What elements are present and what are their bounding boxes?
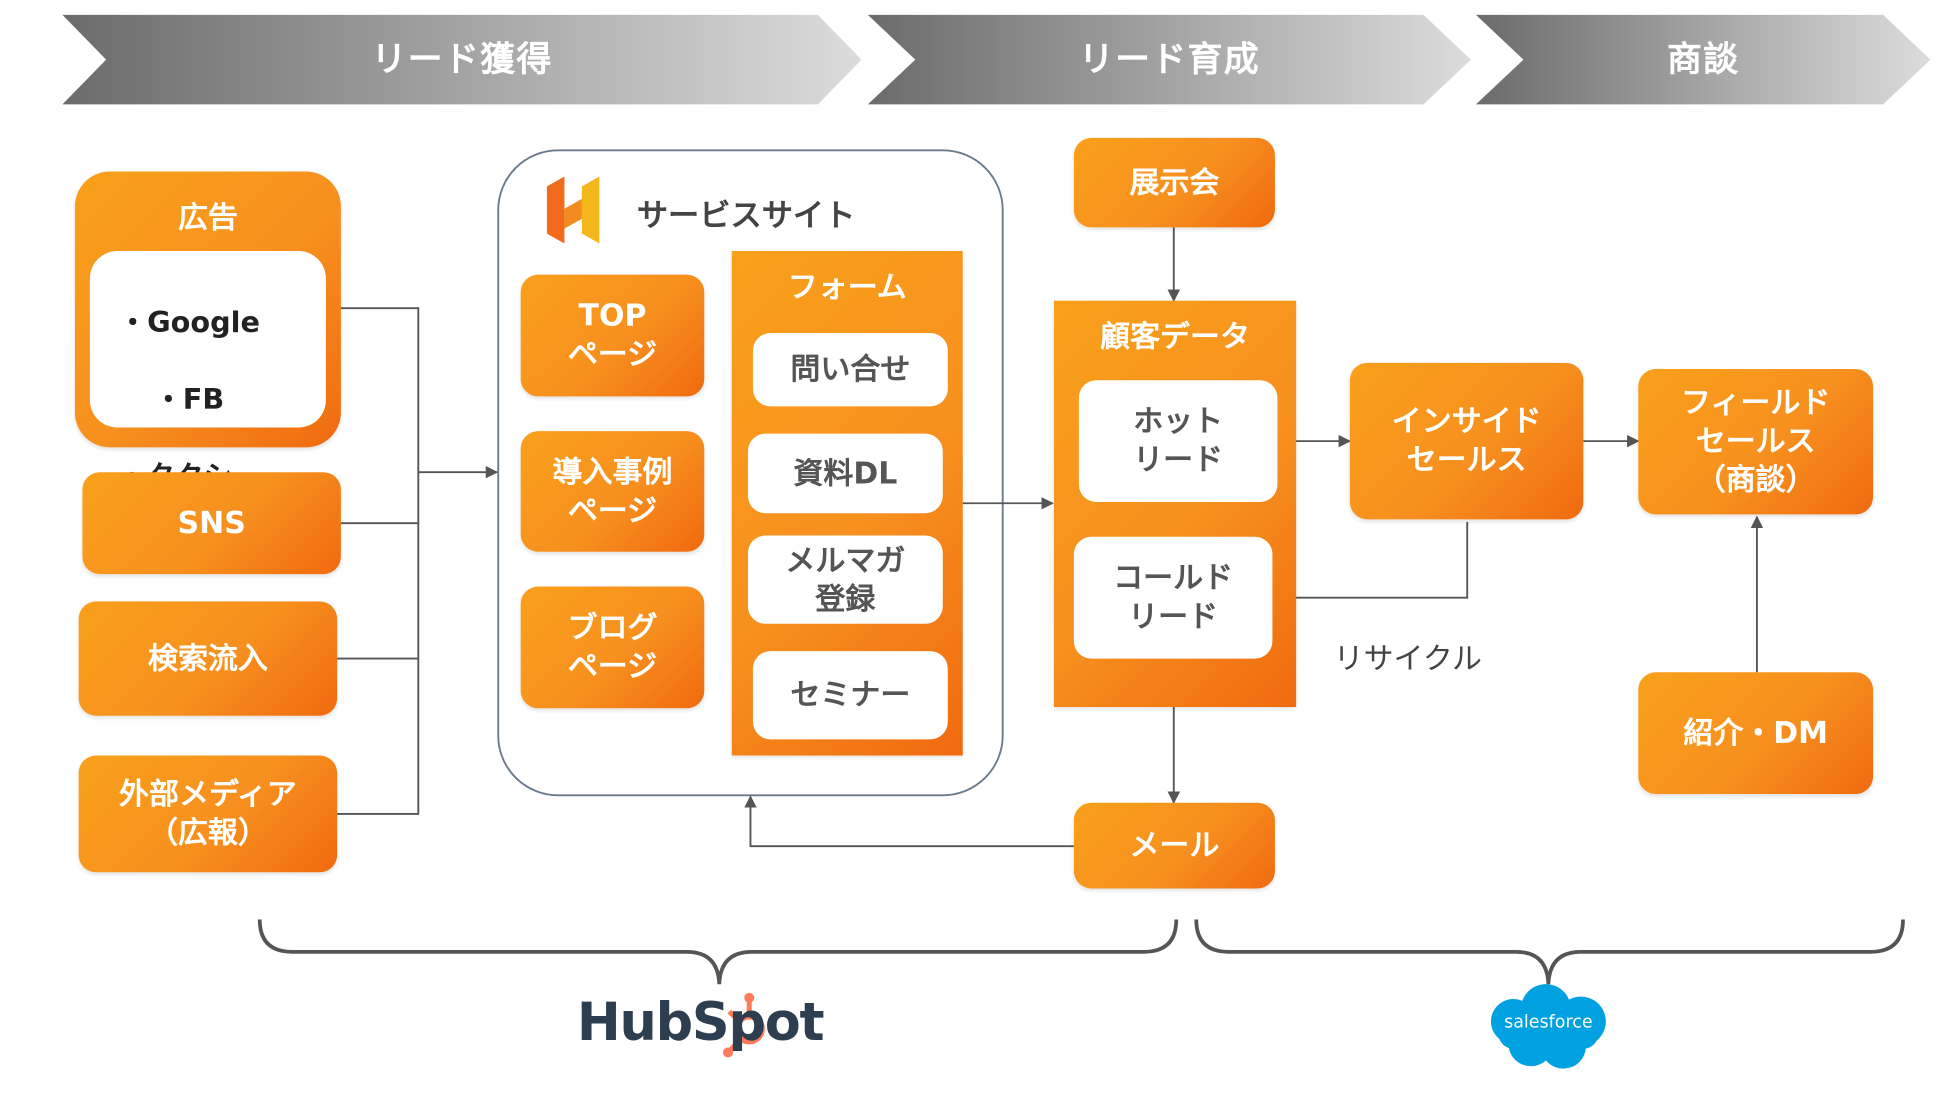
phase-deal-label: 商談 — [1666, 38, 1740, 80]
phase-chevron-nurture — [867, 14, 1471, 105]
field-sales-box: フィールド セールス （商談） — [1638, 369, 1874, 515]
case-study-page-box: 導入事例 ページ — [520, 431, 705, 552]
phase-chevron-acquisition — [62, 14, 862, 105]
service-site-title: サービスサイト — [636, 197, 856, 234]
form-title: フォーム — [787, 269, 907, 305]
customer-data-title: 顧客データ — [1100, 319, 1250, 355]
brace-hubspot — [257, 919, 1179, 985]
service-site-logo-icon — [546, 176, 600, 244]
phase-chevron-deal — [1475, 14, 1931, 105]
form-item-inquiry: 問い合せ — [752, 333, 948, 407]
phase-nurture-label: リード育成 — [1078, 38, 1260, 80]
hubspot-logo: HubSpot — [576, 991, 825, 1053]
arrow-recycle — [1272, 521, 1469, 604]
form-panel: フォーム 問い合せ 資料DL メルマガ 登録 セミナー — [731, 251, 963, 756]
ad-title: 広告 — [177, 200, 238, 235]
customer-data-panel: 顧客データ ホット リード コールド リード — [1053, 300, 1297, 708]
mail-box: メール — [1073, 802, 1275, 889]
ad-box: 広告 ・Google ・FB ・タクシー etc — [74, 171, 341, 570]
form-item-download: 資料DL — [747, 433, 943, 514]
salesforce-cloud-icon — [1490, 984, 1606, 1069]
inside-sales-box: インサイド セールス — [1349, 362, 1584, 520]
salesforce-logo: salesforce — [1504, 1012, 1593, 1033]
ad-item-fb: ・FB — [154, 383, 225, 417]
sns-box: SNS — [82, 472, 341, 575]
referral-dm-box: 紹介・DM — [1638, 672, 1874, 795]
exhibition-box: 展示会 — [1073, 137, 1275, 228]
cold-lead-card: コールド リード — [1073, 536, 1273, 659]
form-item-newsletter: メルマガ 登録 — [747, 535, 943, 624]
ad-list-card: ・Google ・FB ・タクシー etc — [89, 251, 326, 570]
form-item-seminar: セミナー — [752, 651, 948, 740]
brace-salesforce — [1194, 919, 1905, 985]
blog-page-box: ブログ ページ — [520, 586, 705, 709]
search-box: 検索流入 — [78, 601, 338, 716]
phase-acquisition-label: リード獲得 — [371, 38, 553, 80]
external-media-box: 外部メディア （広報） — [78, 755, 338, 873]
arrow-mail-to-site — [744, 795, 1074, 848]
top-page-box: TOP ページ — [520, 274, 705, 397]
hubspot-sprocket-icon — [722, 992, 765, 1058]
ad-item-google: ・Google — [118, 306, 261, 340]
hot-lead-card: ホット リード — [1078, 380, 1278, 503]
source-connectors — [337, 307, 499, 815]
recycle-label: リサイクル — [1333, 641, 1482, 676]
